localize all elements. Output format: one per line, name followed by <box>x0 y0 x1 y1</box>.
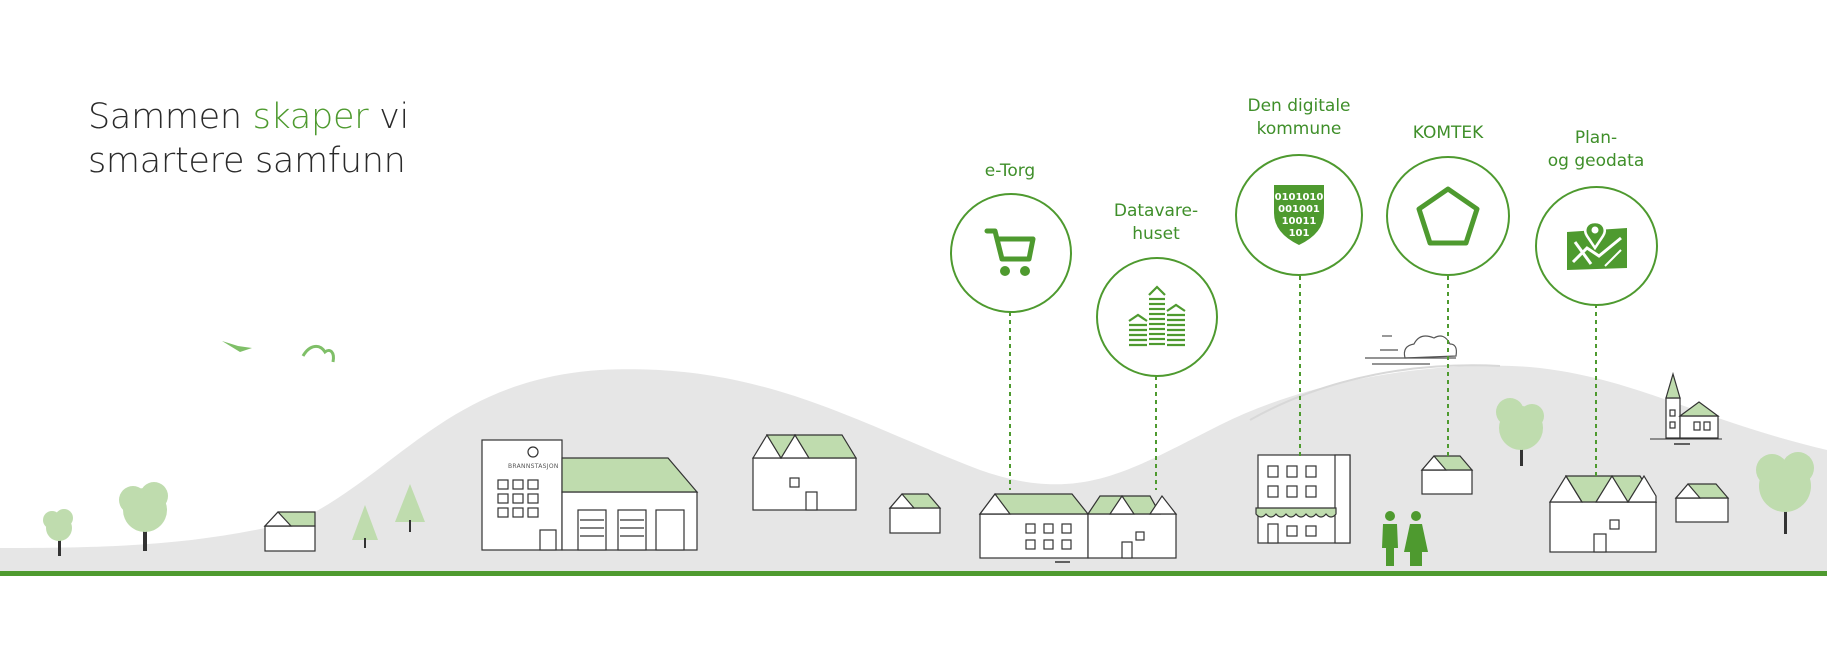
service-datavarehuset-button[interactable] <box>1096 257 1218 377</box>
service-etorg-button[interactable] <box>950 193 1072 313</box>
service-label-komtek: KOMTEK <box>1412 123 1484 143</box>
service-label-plan-geodata: Plan- og geodata <box>1547 128 1645 171</box>
house-icon <box>888 493 942 534</box>
service-komtek-button[interactable] <box>1386 156 1510 276</box>
binary-shield-icon <box>1274 185 1324 245</box>
people-icon <box>1382 511 1428 566</box>
shopping-cart-icon <box>984 228 1036 276</box>
headline-line2: smartere samfunn <box>88 141 406 181</box>
fire-station: BRANNSTASJON <box>481 439 699 551</box>
service-digitale-kommune-button[interactable]: 0101010 001001 10011 101 <box>1235 154 1363 276</box>
conifer-icon <box>352 484 425 548</box>
house-icon <box>1548 474 1658 553</box>
tree-icon <box>43 509 73 556</box>
service-label-digitale-kommune: Den digitale kommune <box>1247 96 1351 139</box>
headline-text: Sammen <box>88 97 253 137</box>
cloud-icon <box>1365 335 1457 365</box>
shield-binary-text: 0101010 001001 10011 101 <box>1274 192 1324 239</box>
shop-building <box>1255 454 1351 544</box>
service-label-etorg: e-Torg <box>984 161 1036 181</box>
buildings-icon <box>1128 285 1186 347</box>
tree-icon <box>1496 398 1544 466</box>
headline-accent: skaper <box>252 97 369 137</box>
service-label-datavarehuset: Datavare- huset <box>1113 201 1199 244</box>
townhouse-row <box>978 493 1178 559</box>
pentagon-icon <box>1416 186 1480 246</box>
bird-icon <box>301 345 335 363</box>
tree-icon <box>119 482 168 551</box>
service-plan-geodata-button[interactable] <box>1535 186 1658 306</box>
bird-icon <box>222 341 252 352</box>
house-icon <box>751 433 858 511</box>
house-icon <box>1674 483 1730 523</box>
tree-icon <box>1756 452 1814 534</box>
svg-text:BRANNSTASJON: BRANNSTASJON <box>508 463 559 470</box>
hills <box>0 365 1827 572</box>
church-icon <box>1665 371 1720 439</box>
house-icon <box>263 511 316 552</box>
ground-line <box>0 571 1827 576</box>
headline-text-end: vi <box>368 97 409 137</box>
house-icon <box>1420 455 1474 495</box>
map-pin-icon <box>1566 220 1627 270</box>
service-connectors <box>1009 276 1597 490</box>
page-headline: Sammen skaper vi smartere samfunn <box>88 95 409 183</box>
hill-ridge <box>1249 364 1501 421</box>
